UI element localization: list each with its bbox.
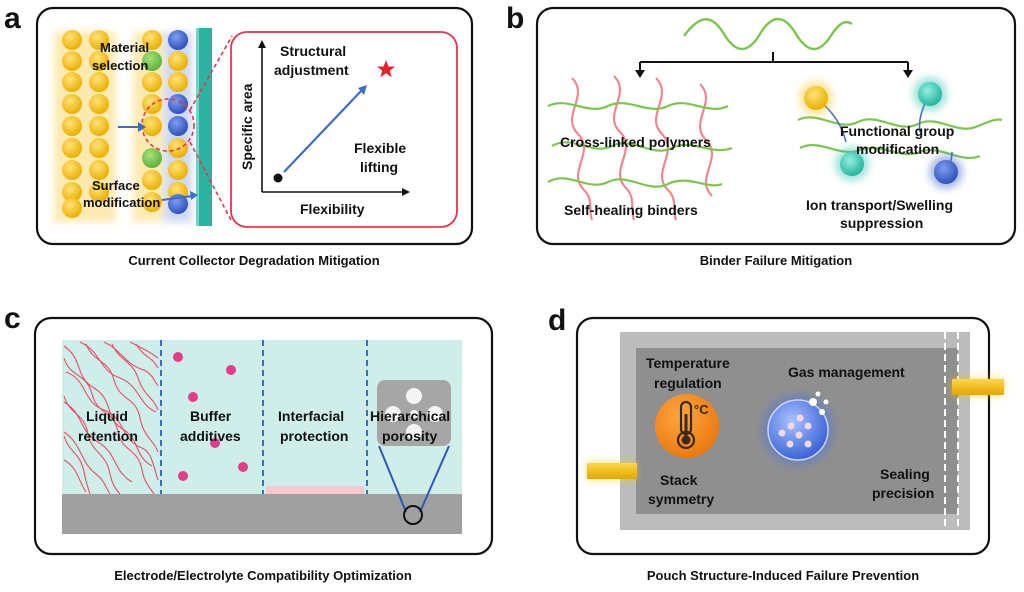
caption-c: Electrode/Electrolyte Compatibility Opti… <box>114 568 412 583</box>
label-structural-1: Structural <box>280 43 346 59</box>
label-hier-1: Hierarchical <box>370 408 450 424</box>
label-buffer-2: additives <box>180 428 241 444</box>
crosslinked-network <box>547 75 733 221</box>
label-flexible-1: Flexible <box>354 140 406 156</box>
label-structural-2: adjustment <box>274 62 349 78</box>
panel-a: Material selection Surface modification … <box>35 6 474 246</box>
particle-column-1 <box>62 30 82 218</box>
label-stack-1: Stack <box>660 472 698 488</box>
inset-chart-box <box>230 31 458 228</box>
caption-a: Current Collector Degradation Mitigation <box>128 253 380 268</box>
label-sealing-2: precision <box>872 485 934 501</box>
caption-d: Pouch Structure-Induced Failure Preventi… <box>646 568 920 583</box>
label-material-2: selection <box>92 58 148 73</box>
teal-group-ball-1 <box>918 82 942 106</box>
label-gas: Gas management <box>788 364 905 380</box>
label-material-1: Material <box>100 40 149 55</box>
left-tab <box>587 463 637 479</box>
label-functional-1: Functional group <box>840 123 954 139</box>
star-icon <box>377 60 395 78</box>
panel-letter-a: a <box>4 2 21 35</box>
label-surface-1: Surface <box>92 178 140 193</box>
right-tab <box>952 379 1004 395</box>
gas-ball <box>767 399 829 461</box>
label-interfacial-2: protection <box>280 428 348 444</box>
label-selfhealing: Self-healing binders <box>564 202 698 218</box>
label-functional-2: modification <box>856 141 939 157</box>
thermometer-icon <box>676 400 696 450</box>
label-liquid-2: retention <box>78 428 138 444</box>
label-interfacial-1: Interfacial <box>278 408 344 424</box>
axis-y-label: Specific area <box>239 83 255 170</box>
label-temp-1: Temperature <box>646 355 730 371</box>
particle-column-2 <box>89 30 109 202</box>
panel-letter-b: b <box>506 2 525 35</box>
porous-structure-icon <box>377 380 451 525</box>
label-buffer-1: Buffer <box>190 408 232 424</box>
label-hier-2: porosity <box>382 428 437 444</box>
label-temp-2: regulation <box>654 375 722 391</box>
label-sealing-1: Sealing <box>880 466 930 482</box>
axis-x-label: Flexibility <box>300 201 365 217</box>
panel-d: °C Temperature regulation Gas management… <box>575 316 1004 556</box>
label-stack-2: symmetry <box>648 491 714 507</box>
interfacial-layer <box>266 486 364 494</box>
buffer-additive-particles <box>173 352 248 481</box>
caption-b: Binder Failure Mitigation <box>699 253 853 268</box>
particle-column-3 <box>142 30 162 212</box>
yellow-group-ball <box>804 86 828 110</box>
electrode-base <box>62 494 462 534</box>
panel-letter-d: d <box>548 304 567 337</box>
blue-group-ball <box>934 160 958 184</box>
teal-group-ball-2 <box>840 152 864 176</box>
label-ion-1: Ion transport/Swelling <box>806 197 953 213</box>
zoom-circle <box>141 98 195 152</box>
start-point <box>273 173 283 183</box>
label-flexible-2: lifting <box>360 159 398 175</box>
label-ion-2: suppression <box>840 215 923 231</box>
liquid-retention-mesh <box>63 341 159 495</box>
panel-letter-c: c <box>4 302 21 335</box>
label-liquid-1: Liquid <box>86 408 128 424</box>
celsius-symbol: °C <box>694 402 709 417</box>
polymer-chain <box>683 17 853 51</box>
label-surface-2: modification <box>83 195 160 210</box>
particle-column-4 <box>168 30 188 214</box>
panel-b: Cross-linked polymers Self-healing binde… <box>535 6 1017 246</box>
gas-bubbles <box>778 391 829 448</box>
label-crosslinked: Cross-linked polymers <box>560 134 711 150</box>
panel-c: Liquid retention Buffer additives Interf… <box>33 316 494 556</box>
